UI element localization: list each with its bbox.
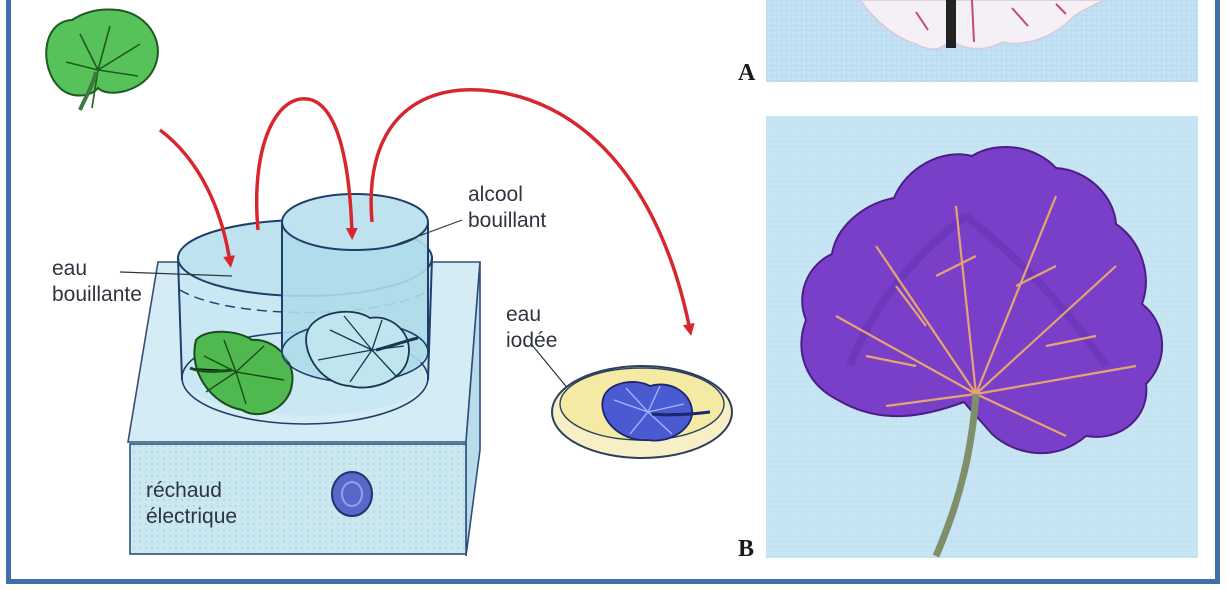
label-eau-iodee: eau iodée: [506, 302, 557, 354]
label-eau-bouillante: eau bouillante: [52, 256, 142, 308]
iodine-petri-dish: [552, 366, 732, 458]
photo-b: [766, 116, 1198, 558]
label-eau-2: eau: [506, 302, 557, 328]
fresh-leaf-icon: [46, 9, 158, 110]
label-eau: eau: [52, 256, 142, 282]
label-bouillant: bouillant: [468, 208, 546, 234]
photo-label-a: A: [738, 60, 755, 87]
label-iodee: iodée: [506, 328, 557, 354]
label-bouillante: bouillante: [52, 282, 142, 308]
photo-label-b: B: [738, 536, 754, 563]
hotplate-knob-icon: [332, 472, 372, 516]
photo-a: [766, 0, 1198, 82]
label-rechaud: réchaud: [146, 478, 237, 504]
label-rechaud-electrique: réchaud électrique: [146, 478, 237, 530]
alcohol-beaker: [282, 194, 428, 388]
label-alcool-bouillant: alcool bouillant: [468, 182, 546, 234]
label-electrique: électrique: [146, 504, 237, 530]
label-alcool: alcool: [468, 182, 546, 208]
